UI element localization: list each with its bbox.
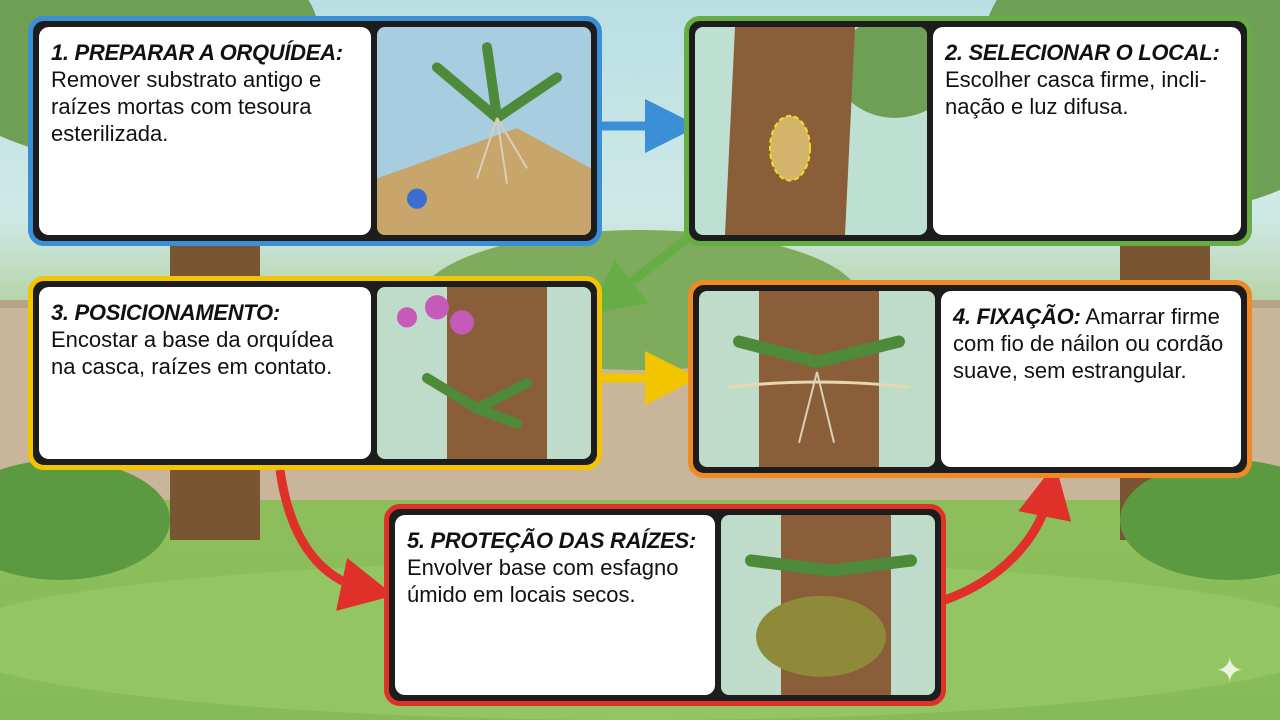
step-1-text: 1. PREPARAR A ORQUÍDEA: Remover substrat… [39, 27, 371, 235]
step-1-illustration [377, 27, 591, 235]
step-2-desc: Escolher casca firme, incli-nação e luz … [945, 67, 1207, 119]
step-5-illustration [721, 515, 935, 695]
step-5-desc: Envolver base com esfagno úmido em locai… [407, 555, 679, 607]
step-4-title: 4. FIXAÇÃO: [953, 304, 1081, 329]
step-2-text: 2. SELECIONAR O LOCAL: Escolher casca fi… [933, 27, 1241, 235]
step-4-desc: Amarrar firme com fio de náilon ou cordã… [953, 304, 1224, 383]
step-4-text: 4. FIXAÇÃO: Amarrar firme com fio de nái… [941, 291, 1241, 467]
step-4-card: 4. FIXAÇÃO: Amarrar firme com fio de nái… [688, 280, 1252, 478]
sparkle-icon: ✦ [1215, 652, 1245, 690]
step-3-card: 3. POSICIONAMENTO: Encostar a base da or… [28, 276, 602, 470]
step-3-text: 3. POSICIONAMENTO: Encostar a base da or… [39, 287, 371, 459]
step-1-desc: Remover substrato antigo e raízes mortas… [51, 67, 322, 146]
step-5-text: 5. PROTEÇÃO DAS RAÍZES: Envolver base co… [395, 515, 715, 695]
step-4-illustration [699, 291, 935, 467]
step-3-desc: Encostar a base da orquídea na casca, ra… [51, 327, 334, 379]
step-2-card: 2. SELECIONAR O LOCAL: Escolher casca fi… [684, 16, 1252, 246]
step-5-card: 5. PROTEÇÃO DAS RAÍZES: Envolver base co… [384, 504, 946, 706]
step-1-card: 1. PREPARAR A ORQUÍDEA: Remover substrat… [28, 16, 602, 246]
step-2-title: 2. SELECIONAR O LOCAL: [945, 40, 1220, 65]
step-3-title: 3. POSICIONAMENTO: [51, 300, 280, 325]
step-2-illustration [695, 27, 927, 235]
step-1-title: 1. PREPARAR A ORQUÍDEA: [51, 40, 343, 65]
step-3-illustration [377, 287, 591, 459]
step-5-title: 5. PROTEÇÃO DAS RAÍZES: [407, 528, 696, 553]
